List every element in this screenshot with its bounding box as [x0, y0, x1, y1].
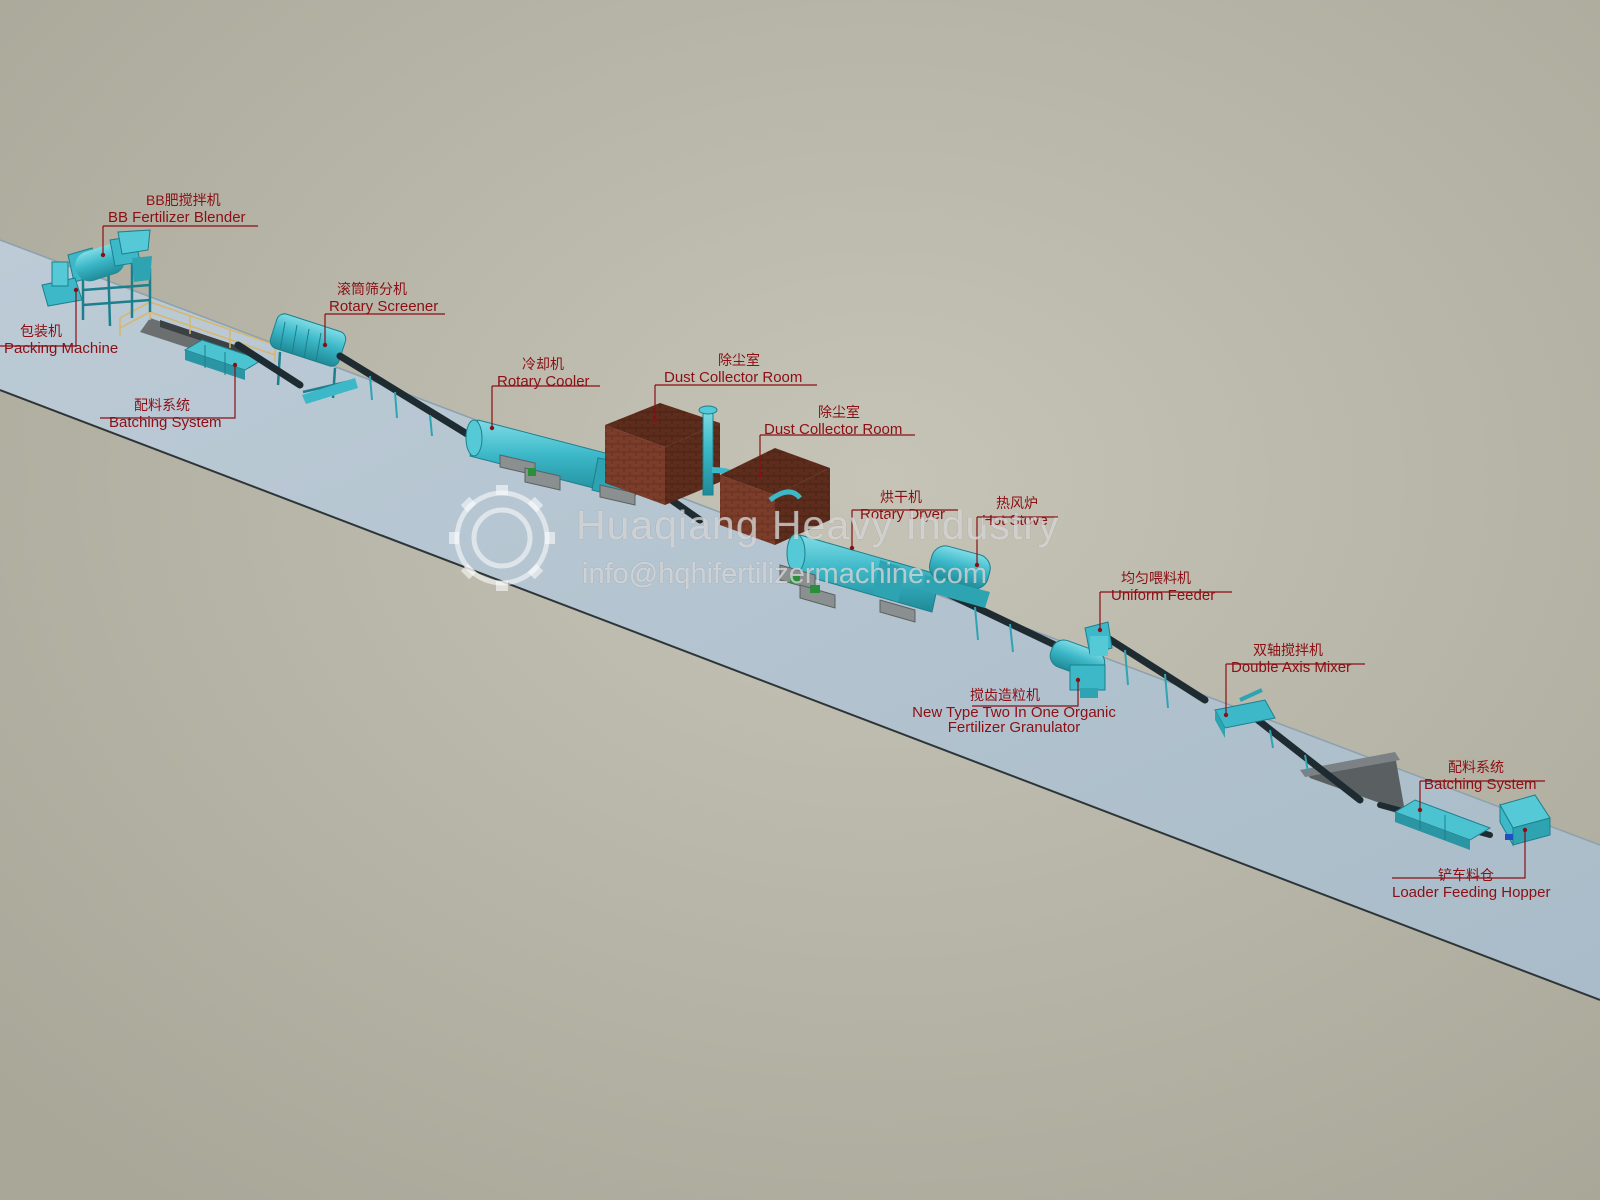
- label-zh: 热风炉: [996, 495, 1038, 511]
- label-granulator: 搅齿造粒机 New Type Two In One Organic Fertil…: [898, 688, 1130, 735]
- label-zh: 除尘室: [718, 352, 760, 368]
- label-batching-system-right: 配料系统 Batching System: [1424, 760, 1537, 792]
- label-batching-system-left: 配料系统 Batching System: [109, 398, 222, 430]
- label-zh: 均匀喂料机: [1121, 570, 1191, 586]
- label-zh: 除尘室: [818, 404, 860, 420]
- floor-strip: [0, 240, 1600, 1000]
- watermark-email: info@hqhifertilizermachine.com: [582, 558, 987, 590]
- label-en: Dust Collector Room: [764, 421, 903, 438]
- label-en: Uniform Feeder: [1111, 587, 1216, 604]
- label-zh: 包装机: [20, 323, 62, 339]
- hot-stove-machine: [922, 545, 991, 608]
- label-packing-machine: 包装机 Packing Machine: [4, 324, 118, 356]
- label-zh: BB肥搅拌机: [146, 192, 221, 208]
- dust-collector-room-2: [720, 448, 830, 545]
- label-en: Double Axis Mixer: [1231, 659, 1352, 676]
- label-zh: 双轴搅拌机: [1253, 642, 1323, 658]
- conveyor-legs: [369, 375, 1309, 773]
- label-en: Rotary Cooler: [497, 373, 590, 390]
- label-double-axis-mixer: 双轴搅拌机 Double Axis Mixer: [1231, 643, 1351, 675]
- label-zh: 滚筒筛分机: [337, 281, 407, 297]
- label-en: BB Fertilizer Blender: [108, 209, 246, 226]
- uniform-feeder-machine: [1084, 621, 1113, 656]
- leader-lines: [0, 225, 1545, 879]
- label-loader-feeding-hopper: 铲车料仓 Loader Feeding Hopper: [1392, 868, 1550, 900]
- label-en: Batching System: [109, 414, 222, 431]
- label-zh: 配料系统: [1448, 759, 1504, 775]
- floor-edge-bottom: [0, 389, 1600, 1001]
- label-en: Batching System: [1424, 776, 1537, 793]
- label-en: Packing Machine: [4, 340, 119, 357]
- label-en: New Type Two In One Organic: [912, 704, 1116, 721]
- label-rotary-dryer: 烘干机 Rotary Dryer: [860, 490, 945, 522]
- label-dust-collector-room-1: 除尘室 Dust Collector Room: [664, 353, 802, 385]
- label-zh: 配料系统: [134, 397, 190, 413]
- leader-dots: [73, 252, 1528, 833]
- label-en: Rotary Screener: [329, 298, 439, 315]
- label-hot-stove: 热风炉 Hot Stove: [982, 496, 1048, 528]
- rotary-screener-machine: [269, 313, 358, 404]
- label-zh: 铲车料仓: [1438, 867, 1494, 883]
- watermark-title: Huaqiang Heavy Industry: [576, 502, 1060, 548]
- label-bb-fertilizer-blender: BB肥搅拌机 BB Fertilizer Blender: [108, 193, 246, 225]
- packing-machine: [41, 261, 83, 307]
- label-rotary-screener: 滚筒筛分机 Rotary Screener: [329, 282, 438, 314]
- watermark-gear-icon: [449, 485, 555, 591]
- loader-feeding-hopper-machine: [1499, 794, 1551, 847]
- label-en: Loader Feeding Hopper: [1392, 884, 1551, 901]
- conveyors: [234, 341, 1493, 838]
- label-en-line2: Fertilizer Granulator: [947, 719, 1081, 736]
- label-zh: 冷却机: [522, 356, 564, 372]
- label-en: Rotary Dryer: [860, 506, 946, 523]
- label-zh: 烘干机: [880, 489, 922, 505]
- label-dust-collector-room-2: 除尘室 Dust Collector Room: [764, 405, 902, 437]
- label-en: Hot Stove: [982, 512, 1048, 529]
- label-en: Dust Collector Room: [664, 369, 803, 386]
- double-axis-mixer-machine: [1214, 688, 1276, 738]
- label-rotary-cooler: 冷却机 Rotary Cooler: [497, 357, 590, 389]
- batching-system-left: [183, 339, 264, 380]
- label-zh: 搅齿造粒机: [970, 687, 1040, 703]
- rotary-dryer-machine: [779, 533, 941, 623]
- bb-blender-machine: [67, 229, 152, 327]
- label-uniform-feeder: 均匀喂料机 Uniform Feeder: [1111, 571, 1215, 603]
